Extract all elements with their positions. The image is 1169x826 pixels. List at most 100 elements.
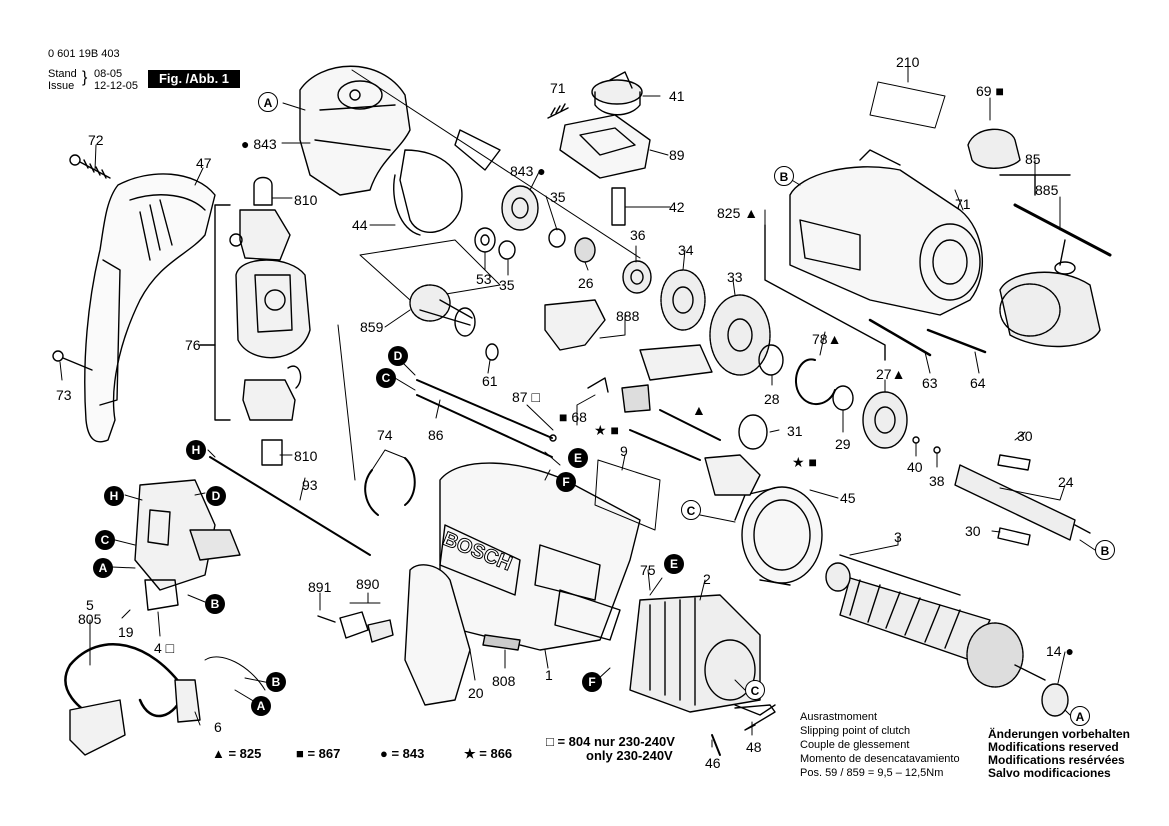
- screw-73: [52, 350, 93, 371]
- part-label-38: 38: [929, 473, 945, 489]
- chuck-885: [967, 128, 1112, 348]
- selector-frame-89: [559, 114, 651, 179]
- part-label-69: 69 ■: [976, 83, 1004, 99]
- marker-star-square-68: ★ ■: [594, 422, 619, 438]
- gear-34: [660, 269, 706, 331]
- bearing-cover-45: [734, 486, 823, 586]
- part-label-6: 6: [214, 719, 222, 735]
- part-label-85: 85: [1025, 151, 1041, 167]
- part-label-825: 825 ▲: [717, 205, 759, 221]
- part-label-36: 36: [630, 227, 646, 243]
- marker-star-square: ★ ■: [792, 454, 817, 470]
- callout-e-black: E: [568, 448, 588, 468]
- brush-holder-upper: [229, 209, 291, 261]
- callout-f-black: F: [556, 472, 576, 492]
- date-brace: }: [82, 69, 88, 86]
- part-label-843-left: ● 843: [241, 136, 277, 152]
- part-label-64: 64: [970, 375, 986, 391]
- part-label-71-top: 71: [550, 80, 566, 96]
- reserved-note-line-3: Modifications resérvées: [988, 753, 1125, 767]
- part-label-74: 74: [377, 427, 393, 443]
- part-label-891: 891: [308, 579, 332, 595]
- brush-holder-lower: [242, 365, 302, 421]
- part-label-19: 19: [118, 624, 134, 640]
- part-label-89: 89: [669, 147, 685, 163]
- figure-tag: Fig. /Abb. 1: [148, 70, 240, 88]
- callout-a-switch: A: [93, 558, 113, 578]
- part-label-78: 78▲: [812, 331, 842, 347]
- part-label-28: 28: [764, 391, 780, 407]
- clutch-note-line-2: Slipping point of clutch: [800, 725, 911, 737]
- part-label-888: 888: [616, 308, 640, 324]
- part-label-859: 859: [360, 319, 384, 335]
- part-label-14: 14 ●: [1046, 643, 1074, 659]
- cable-clamp-890: [317, 611, 394, 643]
- part-label-41: 41: [669, 88, 685, 104]
- callout-b-white: B: [774, 166, 794, 186]
- part-label-31: 31: [787, 423, 803, 439]
- pin-42: [611, 187, 626, 226]
- document-number: 0 601 19B 403: [48, 48, 120, 60]
- clutch-slide-888: [544, 299, 713, 413]
- gear-33: [709, 294, 771, 376]
- part-label-26: 26: [578, 275, 594, 291]
- part-label-76: 76: [185, 337, 201, 353]
- reserved-note-line-2: Modifications reserved: [988, 740, 1119, 754]
- part-label-4: 4 □: [154, 640, 175, 656]
- spindle-24: [954, 454, 1091, 546]
- part-label-45: 45: [840, 490, 856, 506]
- legend-square: ■ = 867: [296, 746, 341, 761]
- part-label-93: 93: [302, 477, 318, 493]
- part-label-808: 808: [492, 673, 516, 689]
- gear-housing-cover: [299, 65, 411, 196]
- deflector-44: [393, 129, 501, 236]
- issue-date: 12-12-05: [94, 80, 139, 92]
- part-label-805: 805: [78, 611, 102, 627]
- part-label-68: ■ 68: [559, 409, 587, 425]
- part-label-30-top: 30: [1017, 428, 1033, 444]
- callout-d-switch: D: [206, 486, 226, 506]
- washer-35a: [498, 240, 516, 260]
- washer-61: [485, 343, 499, 361]
- part-label-35-top: 35: [550, 189, 566, 205]
- motor-housing-1: [404, 462, 641, 706]
- callout-c-coil: C: [745, 680, 765, 700]
- part-label-885: 885: [1035, 182, 1059, 198]
- marker-triangle: ▲: [692, 402, 706, 418]
- part-label-48: 48: [746, 739, 762, 755]
- handle-half-shell: [84, 173, 216, 443]
- part-label-53: 53: [476, 271, 492, 287]
- callout-d-black: D: [388, 346, 408, 366]
- clutch-note-line-4: Momento de desencatavamiento: [800, 753, 960, 765]
- part-label-73: 73: [56, 387, 72, 403]
- screw-72: [69, 154, 111, 179]
- part-label-75: 75: [640, 562, 656, 578]
- clutch-note-line-5: Pos. 59 / 859 = 9,5 – 12,5Nm: [800, 767, 944, 779]
- part-label-44: 44: [352, 217, 368, 233]
- callout-a-bearing: A: [1070, 706, 1090, 726]
- part-label-87: 87 □: [512, 389, 540, 405]
- legend-circle: ● = 843: [380, 746, 425, 761]
- part-label-35-bottom: 35: [499, 277, 515, 293]
- spring-71a: [547, 103, 569, 119]
- part-label-3: 3: [894, 529, 902, 545]
- part-label-810-top: 810: [294, 192, 318, 208]
- stand-date: 08-05: [94, 68, 123, 80]
- part-label-890: 890: [356, 576, 380, 592]
- callout-c-black: C: [376, 368, 396, 388]
- part-label-27: 27▲: [876, 366, 906, 382]
- part-label-2: 2: [703, 571, 711, 587]
- power-cable: [64, 643, 266, 756]
- part-label-9: 9: [620, 443, 628, 459]
- part-label-30-bottom: 30: [965, 523, 981, 539]
- legend-star: ★ = 866: [464, 746, 513, 761]
- carbon-brush-top: [253, 176, 273, 206]
- gear-36: [622, 260, 652, 294]
- callout-a-cable: A: [251, 696, 271, 716]
- field-coil-2: [629, 594, 776, 716]
- part-label-61: 61: [482, 373, 498, 389]
- part-label-1: 1: [545, 667, 553, 683]
- part-label-24: 24: [1058, 474, 1074, 490]
- callout-e-coil: E: [664, 554, 684, 574]
- callout-h-black: H: [186, 440, 206, 460]
